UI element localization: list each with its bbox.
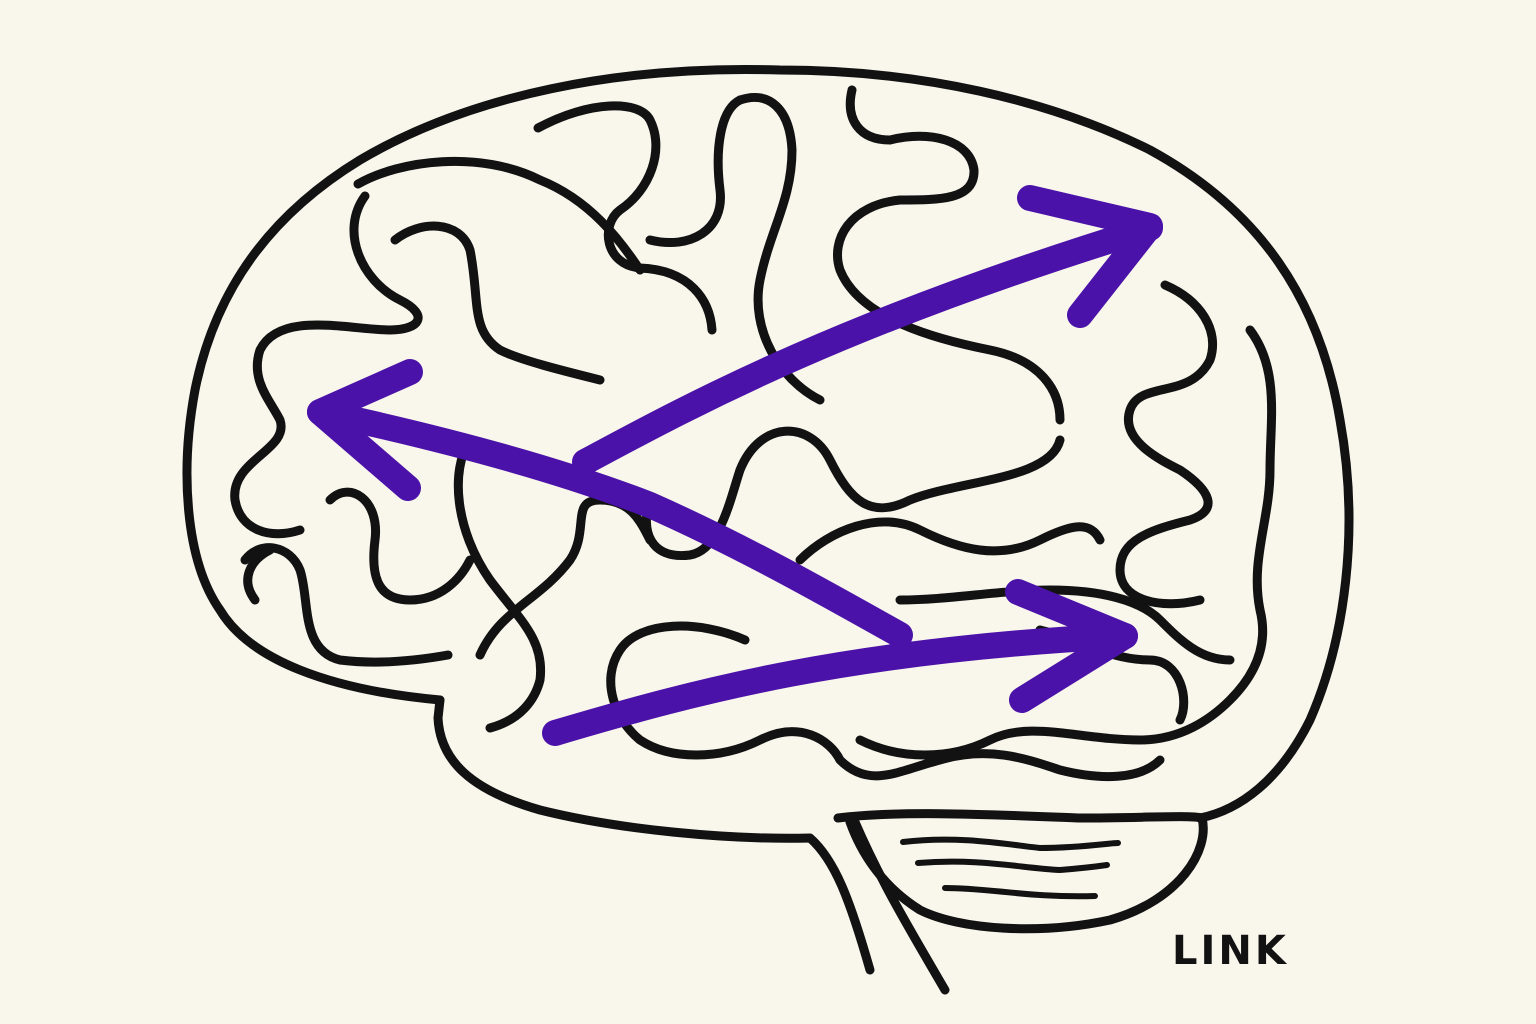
gyrus-6	[390, 221, 605, 385]
brain-lower-outline	[433, 695, 875, 975]
gyrus-11	[453, 435, 546, 733]
arrow-right-lower-head	[1005, 579, 1138, 713]
gyrus-13	[641, 426, 1065, 561]
cerebellum-outline	[833, 809, 1208, 934]
gyrus-10	[325, 487, 475, 605]
gyrus-16	[1115, 280, 1218, 609]
cerebellum-fold-3	[942, 885, 1098, 900]
signature-text: LINK	[1172, 928, 1289, 974]
gyrus-14	[606, 621, 1165, 781]
brain-outline	[182, 65, 1354, 823]
gyrus-2	[353, 156, 645, 275]
gyrus-15	[795, 517, 1105, 565]
gyrus-4	[645, 95, 745, 248]
arrow-left-shaft	[307, 399, 913, 648]
arrow-up-right-head	[1017, 185, 1163, 328]
gyrus-17	[855, 325, 1277, 760]
arrow-up-right-shaft	[572, 215, 1163, 475]
arrows-group	[307, 185, 1163, 746]
arrow-left-head	[307, 359, 423, 501]
arrow-right-lower-shaft	[542, 623, 1138, 746]
gyrus-19	[895, 585, 1235, 665]
cerebellum-fold-1	[900, 836, 1121, 852]
brain-stem-right	[850, 817, 950, 995]
gyrus-5	[833, 85, 1065, 425]
gyrus-7	[230, 191, 423, 539]
gyrus-9	[243, 545, 275, 605]
gyrus-1	[533, 101, 717, 335]
gyrus-8	[240, 543, 453, 667]
cerebellum-fold-2	[915, 858, 1110, 874]
